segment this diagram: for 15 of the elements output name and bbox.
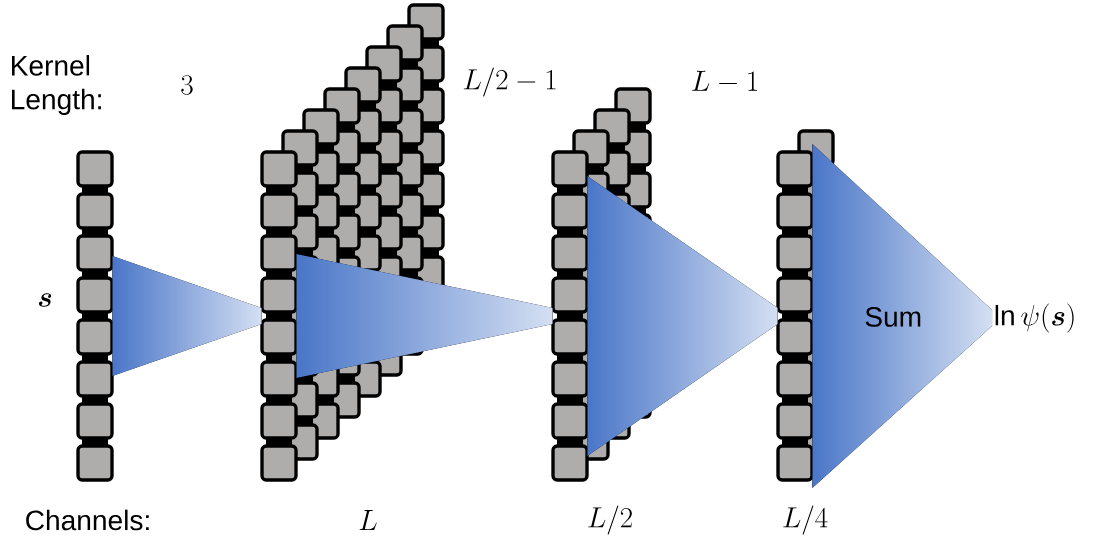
convolution-cone [812,144,993,488]
size-label: $\boldsymbol{s}$ [38,293,52,307]
axis-label: Kernel Length: [12,55,101,115]
output-formula: $\ln\psi(\boldsymbol{s})$ [995,303,1074,333]
size-label: $L/2$ [588,505,632,535]
axis-label: Channels: [26,509,149,531]
size-label: $L/4$ [783,505,828,535]
size-label: $3$ [181,75,193,95]
edge-label: Sum [865,306,921,327]
size-label: $L$ [359,510,377,530]
size-label: $L-1$ [692,70,758,91]
convolution-cone [587,176,778,456]
convolution-cone [112,256,262,376]
layer-column-drawing [76,150,114,482]
size-label: $L/2-1$ [463,67,556,97]
